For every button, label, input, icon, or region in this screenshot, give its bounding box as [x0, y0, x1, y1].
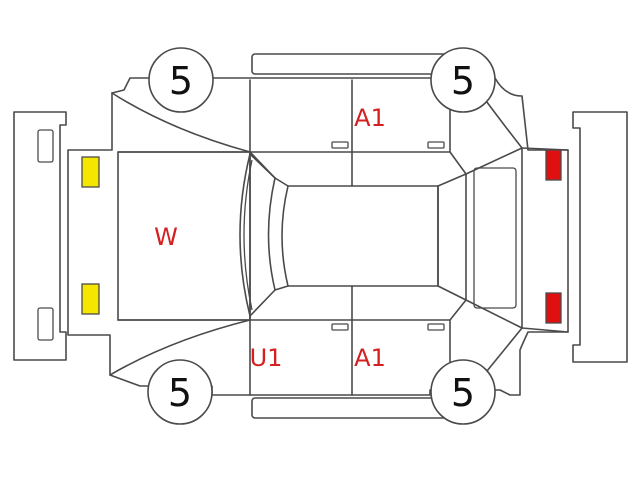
headlight-right [81, 283, 100, 315]
tire-rear-left: 5 [430, 47, 496, 113]
vehicle-body [67, 77, 569, 396]
front-bumper [13, 111, 67, 361]
code-left-door-rear-top: A1 [354, 104, 386, 132]
tire-grade-rear-left: 5 [451, 59, 475, 103]
tire-rear-right: 5 [430, 359, 496, 425]
headlight-left [81, 156, 100, 188]
code-hood: W [154, 223, 178, 251]
tire-front-left: 5 [148, 47, 214, 113]
tire-grade-front-left: 5 [169, 59, 193, 103]
left-side-skirt [251, 53, 451, 75]
tire-grade-rear-right: 5 [451, 371, 475, 415]
code-rear-door: A1 [354, 344, 386, 372]
code-front-door: U1 [250, 344, 283, 372]
tire-grade-front-right: 5 [168, 371, 192, 415]
right-side-doors [109, 285, 523, 396]
right-side-skirt [251, 397, 451, 419]
tire-front-right: 5 [147, 359, 213, 425]
taillight-right [545, 292, 562, 324]
taillight-left [545, 149, 562, 181]
rear-bumper [572, 111, 628, 363]
